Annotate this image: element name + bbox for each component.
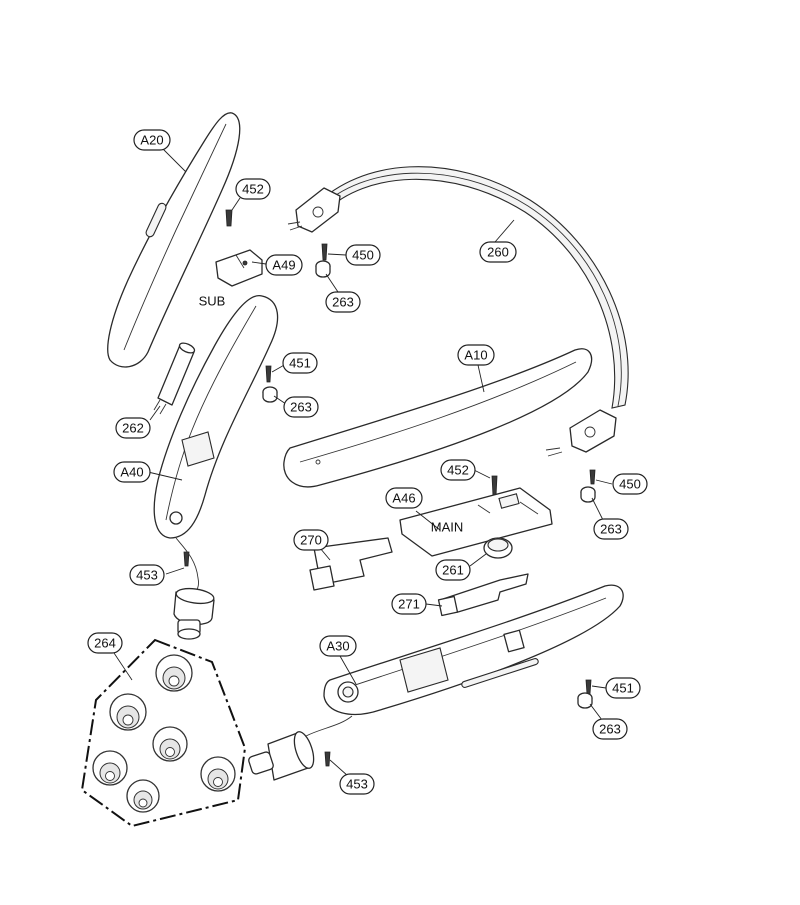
part-271-key <box>437 573 529 617</box>
svg-text:A10: A10 <box>464 348 487 363</box>
part-452-screw-mid <box>491 475 498 497</box>
svg-text:MAIN: MAIN <box>431 520 464 535</box>
svg-text:450: 450 <box>352 248 374 263</box>
part-a30-housing <box>323 584 624 716</box>
callout-450-right: 450 <box>612 473 648 495</box>
callout-450-top: 450 <box>345 244 381 266</box>
part-a40-housing <box>153 295 279 539</box>
callout-263-bottom: 263 <box>592 718 628 740</box>
callout-271: 271 <box>391 593 427 615</box>
svg-text:453: 453 <box>346 777 368 792</box>
callout-263-top: 263 <box>325 291 361 313</box>
part-451-screw-bottom <box>585 679 592 695</box>
svg-text:263: 263 <box>599 722 621 737</box>
svg-text:452: 452 <box>242 182 264 197</box>
eartip-4 <box>92 750 128 786</box>
part-451-screw-left <box>265 365 272 383</box>
svg-text:A20: A20 <box>140 133 163 148</box>
part-262-battery <box>153 342 196 415</box>
svg-text:451: 451 <box>289 356 311 371</box>
part-263-cap-bottom <box>577 692 593 709</box>
callout-a49: A49 <box>265 254 303 276</box>
eartip-3 <box>152 726 188 762</box>
svg-text:451: 451 <box>612 681 634 696</box>
part-450-screw-right <box>589 469 596 485</box>
callout-262: 262 <box>115 417 151 439</box>
svg-text:A49: A49 <box>272 258 295 273</box>
callout-452-mid: 452 <box>440 459 476 481</box>
svg-text:A30: A30 <box>326 639 349 654</box>
callout-263-right: 263 <box>593 518 629 540</box>
part-264-eartip-set <box>80 638 247 828</box>
part-261-vibrator <box>483 537 513 559</box>
part-a10-cover <box>283 348 593 488</box>
eartip-6 <box>126 779 160 813</box>
leader-lines <box>111 147 613 777</box>
callout-263-left: 263 <box>283 396 319 418</box>
part-450-screw-top <box>321 243 328 261</box>
svg-text:264: 264 <box>94 636 116 651</box>
part-263-cap-right <box>580 486 596 503</box>
svg-text:271: 271 <box>398 597 420 612</box>
svg-text:263: 263 <box>290 400 312 415</box>
part-263-cap-top <box>315 260 331 278</box>
svg-text:452: 452 <box>447 463 469 478</box>
svg-text:A40: A40 <box>120 465 143 480</box>
part-left-earbud <box>173 537 215 640</box>
part-453-screw-left <box>183 551 190 567</box>
part-a49-sub-board <box>215 249 263 287</box>
eartip-5 <box>200 756 236 792</box>
svg-text:270: 270 <box>300 533 322 548</box>
part-a20-cover <box>107 112 241 368</box>
svg-text:262: 262 <box>122 421 144 436</box>
eartip-2 <box>109 693 147 731</box>
part-263-cap-left <box>262 386 278 403</box>
part-270-button <box>309 537 393 591</box>
svg-text:260: 260 <box>487 245 509 260</box>
callout-261: 261 <box>435 559 471 581</box>
svg-text:A46: A46 <box>392 491 415 506</box>
svg-text:261: 261 <box>442 563 464 578</box>
eartip-1 <box>155 654 193 692</box>
part-452-screw-top <box>225 209 233 227</box>
part-453-screw-bottom <box>324 751 331 767</box>
label-main: MAIN <box>431 520 464 535</box>
callout-264: 264 <box>87 632 123 654</box>
callout-453-left: 453 <box>129 564 165 586</box>
callout-a30: A30 <box>319 635 357 657</box>
svg-text:263: 263 <box>600 522 622 537</box>
callout-a20: A20 <box>133 129 171 151</box>
callout-a46: A46 <box>385 487 423 509</box>
part-260-neckband <box>287 166 629 457</box>
svg-text:SUB: SUB <box>199 294 226 309</box>
callout-451-bottom: 451 <box>605 677 641 699</box>
part-a46-main-board <box>399 487 553 557</box>
callout-452-top: 452 <box>235 178 271 200</box>
label-sub: SUB <box>199 294 226 309</box>
callout-270: 270 <box>293 529 329 551</box>
svg-text:450: 450 <box>619 477 641 492</box>
part-right-earbud <box>248 715 353 781</box>
svg-text:453: 453 <box>136 568 158 583</box>
callout-260: 260 <box>479 241 517 263</box>
callout-453-bottom: 453 <box>339 773 375 795</box>
svg-text:263: 263 <box>332 295 354 310</box>
callout-a10: A10 <box>457 344 495 366</box>
callout-a40: A40 <box>113 461 151 483</box>
callout-451-left: 451 <box>282 352 318 374</box>
